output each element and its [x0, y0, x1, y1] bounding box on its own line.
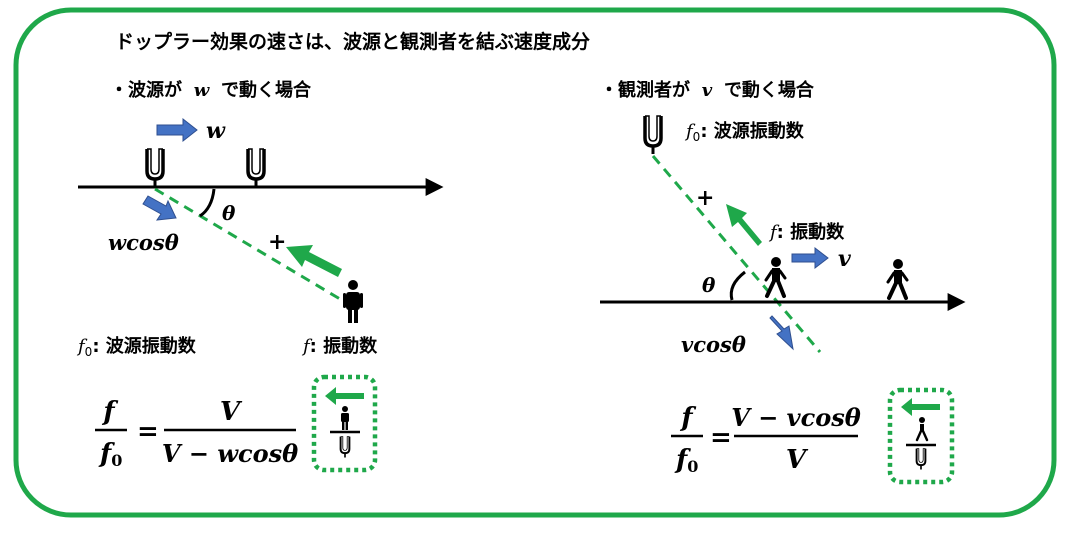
- tuning-fork-icon: [915, 447, 927, 471]
- svg-text:f0: f0: [674, 445, 698, 476]
- source-component-arrow: [142, 195, 177, 221]
- observer-person-icon: [343, 280, 363, 323]
- left-heading: ・波源が w で動く場合: [110, 79, 312, 101]
- svg-text:V: V: [786, 445, 809, 475]
- observer-velocity-arrow: [791, 246, 829, 270]
- svg-text:f0: f0: [98, 439, 122, 470]
- walking-person-icon: [915, 417, 929, 442]
- tuning-fork-icon: [145, 147, 165, 189]
- source-component-label: wcosθ: [108, 230, 179, 255]
- svg-text:V − wcosθ: V − wcosθ: [162, 439, 298, 468]
- left-source-freq-label: f0: 波源振動数: [76, 335, 197, 359]
- right-observer-freq-label: f: 振動数: [768, 221, 845, 243]
- svg-text:=: =: [710, 423, 732, 453]
- svg-text:f: f: [101, 397, 118, 427]
- svg-text:V − vcosθ: V − vcosθ: [731, 403, 861, 432]
- left-direction-box: [311, 374, 378, 473]
- right-angle-arc: [729, 270, 746, 301]
- right-formula: f f0 = V − vcosθ V: [671, 403, 861, 476]
- tuning-fork-icon: [246, 147, 266, 189]
- svg-text:f: f: [679, 403, 696, 433]
- left-angle-arc: [199, 188, 216, 218]
- outer-frame: [13, 7, 1057, 518]
- right-direction-box: [887, 387, 955, 485]
- right-line-of-sight: [651, 155, 822, 353]
- source-velocity-arrow: [156, 117, 198, 143]
- observer-component-arrow: [769, 315, 794, 351]
- right-propagation-arrow: [726, 204, 762, 246]
- walking-person-icon: [886, 259, 909, 300]
- source-velocity-label: w: [206, 118, 226, 144]
- left-line-of-sight: [154, 187, 346, 304]
- observer-component-label: vcosθ: [681, 332, 746, 357]
- walking-person-icon: [764, 257, 787, 298]
- left-formula: f f0 = V V − wcosθ: [95, 397, 298, 470]
- right-angle-label: θ: [702, 273, 716, 297]
- left-panel: ・波源が w で動く場合 w θ wcosθ +: [76, 79, 444, 473]
- tuning-fork-icon: [643, 114, 663, 156]
- page-title: ドップラー効果の速さは、波源と観測者を結ぶ速度成分: [115, 30, 590, 53]
- svg-text:=: =: [137, 417, 159, 447]
- right-heading: ・観測者が v で動く場合: [600, 79, 815, 101]
- right-panel: ・観測者が v で動く場合 f0: 波源振動数 + f: 振動数 v: [600, 79, 966, 485]
- tuning-fork-icon: [339, 435, 351, 459]
- observer-velocity-label: v: [838, 246, 851, 272]
- right-plus-sign: +: [696, 185, 714, 211]
- person-icon: [341, 406, 349, 430]
- left-observer-freq-label: f: 振動数: [301, 335, 378, 357]
- left-plus-sign: +: [268, 229, 286, 255]
- left-propagation-arrow: [286, 245, 342, 277]
- left-angle-label: θ: [222, 201, 236, 225]
- svg-text:V: V: [220, 397, 243, 427]
- right-source-freq-label: f0: 波源振動数: [684, 120, 805, 144]
